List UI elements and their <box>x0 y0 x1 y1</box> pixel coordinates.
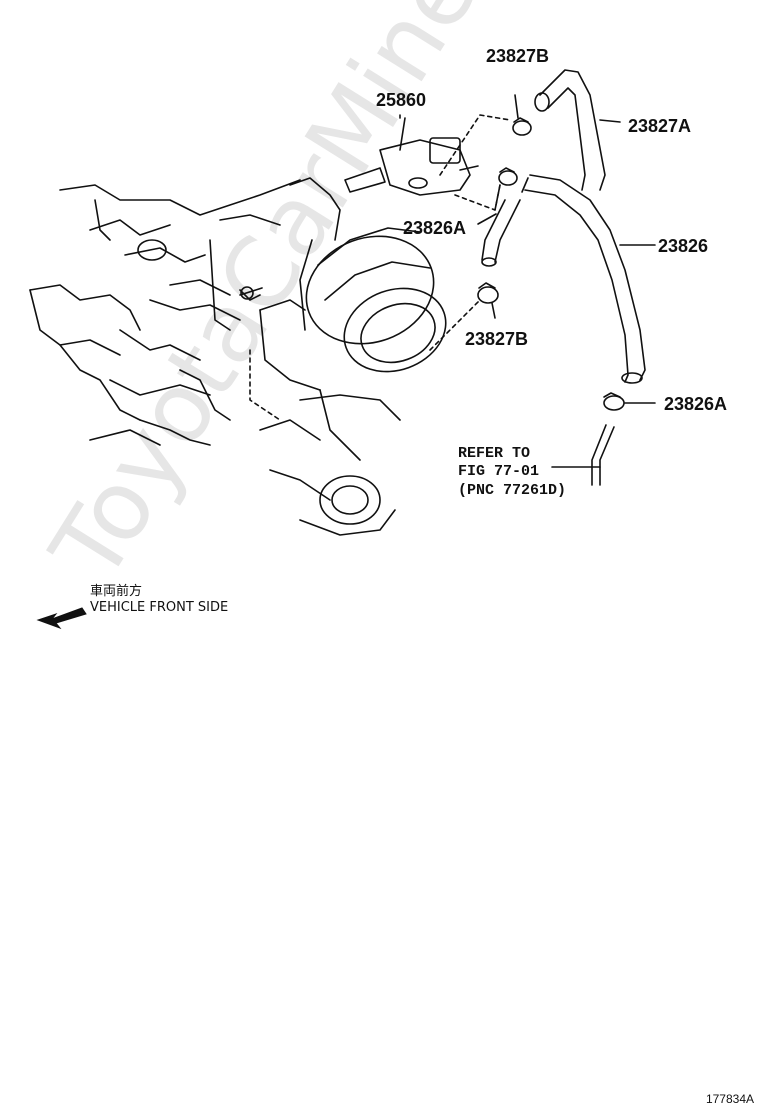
refer-pipe <box>551 424 615 486</box>
refer-line-3: (PNC 77261D) <box>458 482 566 499</box>
label-23826a-mid: 23826A <box>403 218 466 238</box>
hose-23827a <box>534 69 621 191</box>
label-25860: 25860 <box>376 90 426 110</box>
refer-line-1: REFER TO <box>458 445 530 462</box>
front-arrow-icon <box>36 607 87 630</box>
vacuum-switching-valve <box>344 117 479 196</box>
guide-lines <box>249 114 511 421</box>
figure-code: 177834A <box>705 1092 754 1106</box>
hose-23826 <box>481 174 656 384</box>
label-23827a: 23827A <box>628 116 691 136</box>
label-23826a-low: 23826A <box>664 394 727 414</box>
clamp-23827b-top <box>512 94 532 136</box>
label-23827b-low: 23827B <box>465 329 528 349</box>
refer-line-2: FIG 77-01 <box>458 463 539 480</box>
clamp-23827b-low <box>477 282 499 319</box>
leader-lines <box>399 114 497 225</box>
clamp-23826a-mid <box>494 167 518 211</box>
label-23827b-top: 23827B <box>486 46 549 66</box>
front-side-label-jp: 車両前方 <box>90 584 143 599</box>
engine-block <box>29 179 301 446</box>
throttle-body <box>239 177 447 536</box>
front-side-label-en: VEHICLE FRONT SIDE <box>90 600 229 615</box>
clamp-23826a-low <box>603 392 656 411</box>
label-23826: 23826 <box>658 236 708 256</box>
